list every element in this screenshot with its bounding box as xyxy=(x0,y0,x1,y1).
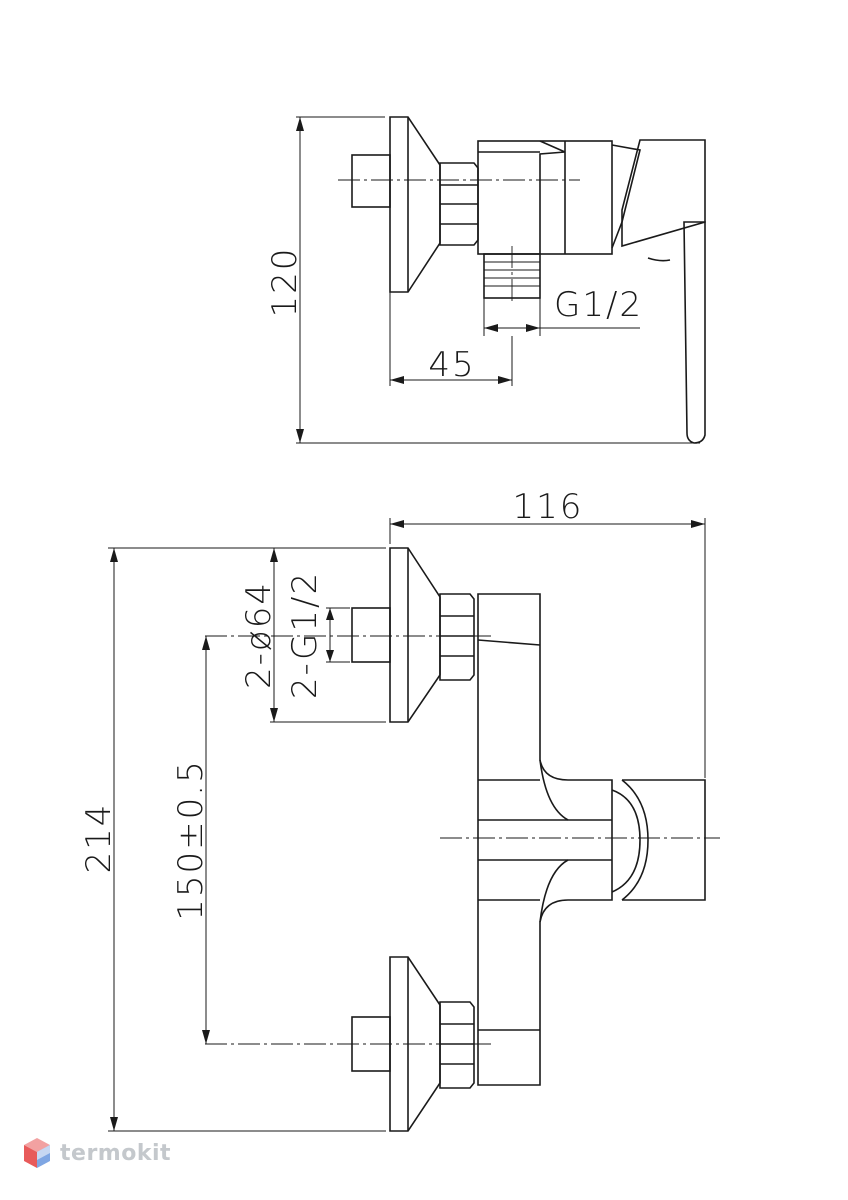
side-height-label: 120 xyxy=(265,247,305,318)
front-width-label: 116 xyxy=(513,487,584,527)
front-inlet-label: 2-G1/2 xyxy=(285,571,325,699)
brand-name: termokit xyxy=(60,1140,172,1166)
side-view: 120 45 G1/2 xyxy=(265,116,706,444)
front-height-label: 214 xyxy=(79,803,119,874)
side-thread-label: G1/2 xyxy=(554,285,643,325)
front-diameter-label: 2-ø64 xyxy=(239,581,279,689)
front-view: 116 214 150±0.5 2-ø64 2-G1/2 xyxy=(79,487,720,1132)
front-spacing-label: 150±0.5 xyxy=(171,759,211,920)
brand-logo: termokit xyxy=(22,1136,171,1170)
cube-logo-icon xyxy=(24,1138,50,1168)
side-depth-label: 45 xyxy=(428,345,475,385)
